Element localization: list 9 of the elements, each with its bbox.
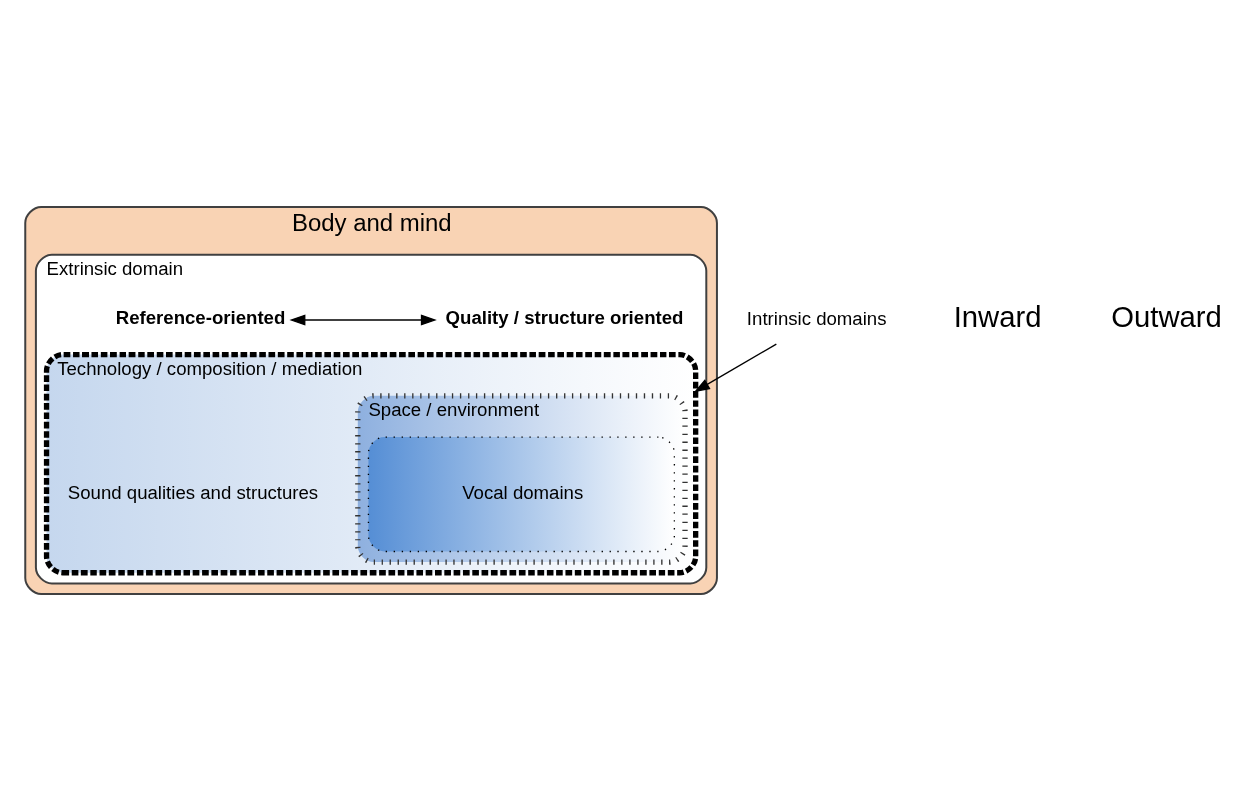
label: Inward bbox=[953, 301, 1042, 334]
arrow bbox=[693, 343, 777, 393]
node-text: Sound qualities and structures bbox=[67, 482, 319, 504]
arrow bbox=[289, 314, 437, 326]
node-text: Quality / structure oriented bbox=[445, 306, 684, 328]
node-text: Intrinsic domains bbox=[746, 307, 887, 329]
label: Outward bbox=[1111, 301, 1222, 334]
node-text: Reference-oriented bbox=[115, 306, 286, 328]
node-box: Vocal domains bbox=[367, 436, 676, 553]
